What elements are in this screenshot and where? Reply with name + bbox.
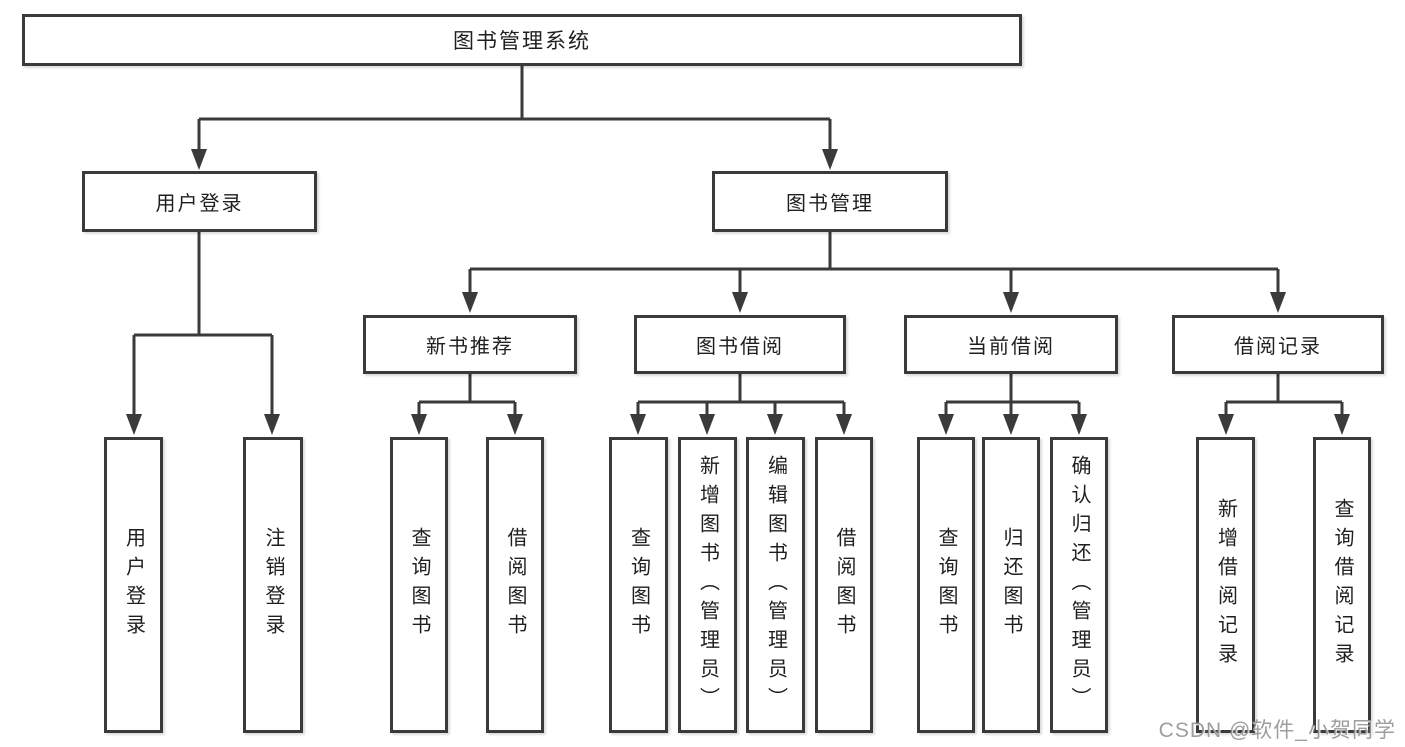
leaf-borrow-borrow-books: 借阅图书	[815, 437, 873, 733]
arrowhead	[1003, 292, 1019, 313]
arrowhead	[507, 414, 523, 435]
arrowhead	[126, 414, 142, 435]
watermark: CSDN @软件_小贺同学	[1158, 719, 1396, 742]
leaf-recommend-borrow-books: 借阅图书	[486, 437, 544, 733]
arrowhead	[938, 414, 954, 435]
arrowhead	[264, 414, 280, 435]
arrowhead	[1334, 414, 1350, 435]
arrowhead	[411, 414, 427, 435]
arrowhead	[1071, 414, 1087, 435]
node-new-book-recommend: 新书推荐	[363, 315, 577, 374]
connector-book-management	[468, 232, 1280, 295]
arrowhead	[191, 149, 207, 170]
leaf-current-return-books: 归还图书	[982, 437, 1040, 733]
arrowhead	[462, 292, 478, 313]
arrowhead	[836, 414, 852, 435]
connector-user-login	[132, 232, 274, 417]
node-book-management: 图书管理	[712, 171, 948, 232]
leaf-logout: 注销登录	[243, 437, 303, 733]
connector-book-borrow	[636, 374, 846, 417]
leaf-borrow-edit-books-admin: 编辑图书（管理员）	[746, 437, 805, 733]
node-borrow-records: 借阅记录	[1172, 315, 1384, 374]
leaf-recommend-query-books: 查询图书	[390, 437, 448, 733]
leaf-records-add-record: 新增借阅记录	[1196, 437, 1255, 733]
arrowhead	[822, 149, 838, 170]
arrowhead	[1270, 292, 1286, 313]
leaf-current-query-books: 查询图书	[917, 437, 975, 733]
leaf-records-query-record: 查询借阅记录	[1313, 437, 1371, 733]
connector-new-book-recommend	[417, 374, 517, 417]
arrowhead	[1218, 414, 1234, 435]
leaf-current-confirm-return-admin: 确认归还（管理员）	[1050, 437, 1108, 733]
node-user-login: 用户登录	[82, 171, 317, 232]
node-current-borrow: 当前借阅	[904, 315, 1118, 374]
connector-current-borrow	[944, 374, 1081, 417]
arrowhead	[732, 292, 748, 313]
arrowhead	[767, 414, 783, 435]
arrowhead	[630, 414, 646, 435]
arrowheads	[126, 149, 1350, 435]
leaf-borrow-query-books: 查询图书	[609, 437, 668, 733]
connector-borrow-records	[1224, 374, 1344, 417]
node-root: 图书管理系统	[22, 14, 1022, 66]
leaf-user-login: 用户登录	[104, 437, 163, 733]
node-book-borrow: 图书借阅	[634, 315, 846, 374]
connector-root	[197, 66, 832, 152]
arrowhead	[699, 414, 715, 435]
arrowhead	[1003, 414, 1019, 435]
leaf-borrow-add-books-admin: 新增图书（管理员）	[678, 437, 737, 733]
